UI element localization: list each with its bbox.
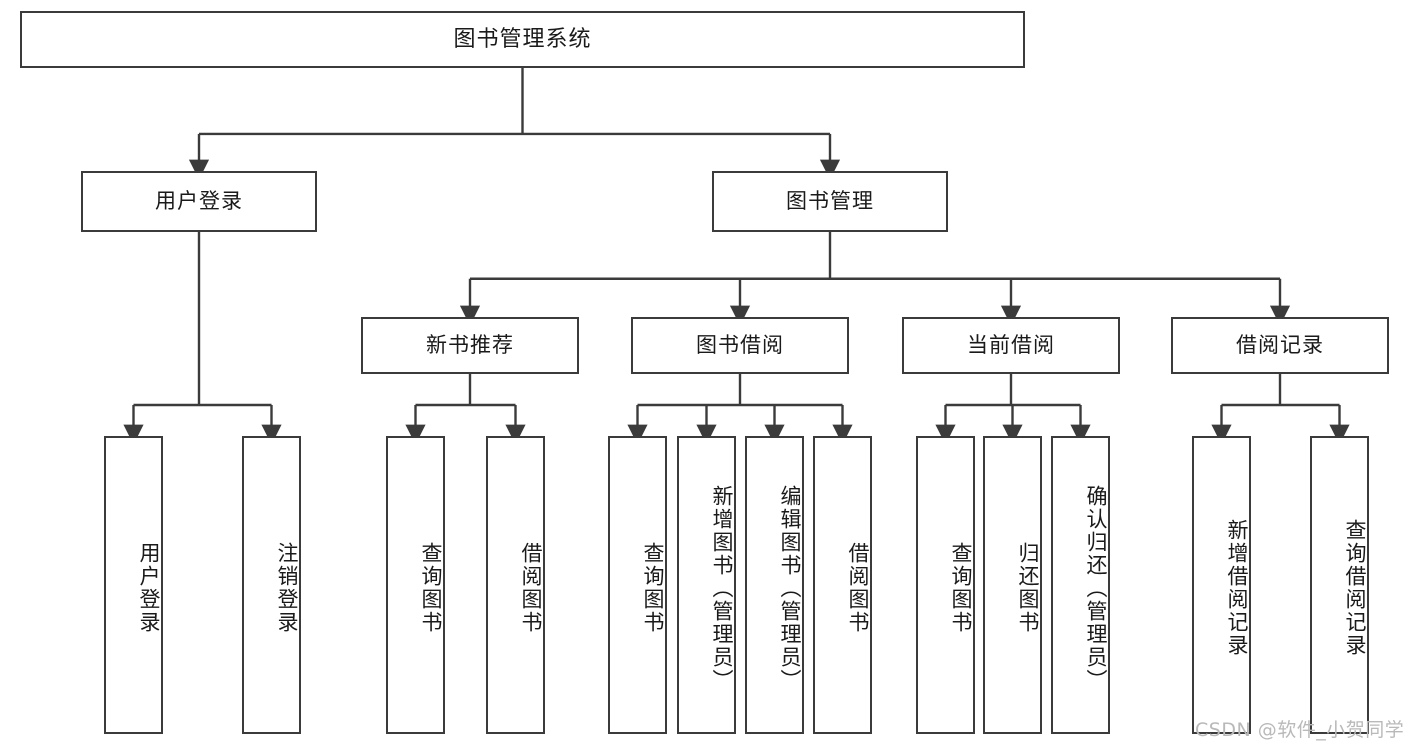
node-label: 查询图书 [419, 542, 443, 634]
node-leaf-borrow-book-2[interactable]: 借阅图书 [813, 436, 872, 734]
node-label: 用户登录 [155, 189, 243, 214]
node-leaf-user-logout[interactable]: 注销登录 [242, 436, 301, 734]
node-book-manage[interactable]: 图书管理 [712, 171, 948, 232]
node-label: 用户登录 [137, 542, 161, 634]
node-label: 注销登录 [275, 542, 299, 634]
node-label: 图书管理系统 [453, 26, 592, 52]
node-label: 确认归还（管理员） [1084, 484, 1108, 692]
node-borrow-record[interactable]: 借阅记录 [1171, 317, 1389, 374]
node-label: 借阅图书 [519, 542, 543, 634]
node-leaf-add-book-admin[interactable]: 新增图书（管理员） [677, 436, 736, 734]
node-label: 新增图书（管理员） [710, 484, 734, 692]
csdn-watermark: CSDN @软件_小贺同学 [1195, 719, 1405, 741]
node-leaf-add-borrow-record[interactable]: 新增借阅记录 [1192, 436, 1251, 734]
node-leaf-edit-book-admin[interactable]: 编辑图书（管理员） [745, 436, 804, 734]
node-leaf-query-book-3[interactable]: 查询图书 [916, 436, 975, 734]
node-label: 新书推荐 [426, 333, 514, 358]
node-user-login[interactable]: 用户登录 [81, 171, 317, 232]
node-label: 借阅记录 [1236, 333, 1324, 358]
node-leaf-query-book-1[interactable]: 查询图书 [386, 436, 445, 734]
node-leaf-confirm-return-admin[interactable]: 确认归还（管理员） [1051, 436, 1110, 734]
node-label: 新增借阅记录 [1225, 519, 1249, 657]
node-label: 借阅图书 [846, 542, 870, 634]
node-label: 归还图书 [1016, 542, 1040, 634]
node-book-borrow[interactable]: 图书借阅 [631, 317, 849, 374]
node-label: 图书借阅 [696, 333, 784, 358]
node-label: 编辑图书（管理员） [778, 484, 802, 692]
node-label: 查询图书 [949, 542, 973, 634]
node-label: 图书管理 [786, 189, 874, 214]
node-leaf-query-book-2[interactable]: 查询图书 [608, 436, 667, 734]
node-label: 查询图书 [641, 542, 665, 634]
node-label: 查询借阅记录 [1343, 519, 1367, 657]
node-label: 当前借阅 [967, 333, 1055, 358]
node-current-borrow[interactable]: 当前借阅 [902, 317, 1120, 374]
node-leaf-query-borrow-record[interactable]: 查询借阅记录 [1310, 436, 1369, 734]
node-leaf-borrow-book-1[interactable]: 借阅图书 [486, 436, 545, 734]
node-leaf-return-book[interactable]: 归还图书 [983, 436, 1042, 734]
node-root[interactable]: 图书管理系统 [20, 11, 1025, 68]
node-new-book-recommend[interactable]: 新书推荐 [361, 317, 579, 374]
node-leaf-user-login[interactable]: 用户登录 [104, 436, 163, 734]
